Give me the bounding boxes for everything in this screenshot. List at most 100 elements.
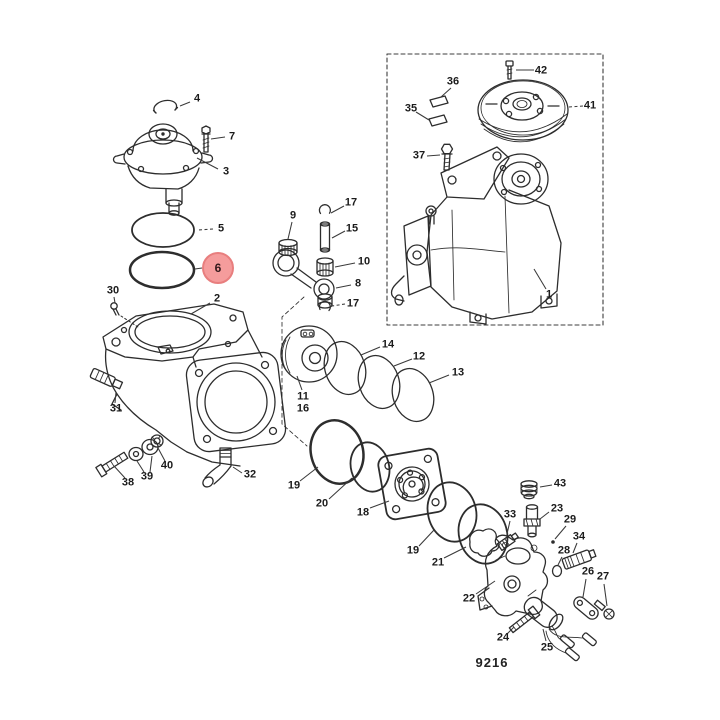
leader-10 (334, 262, 356, 268)
callout-19-left[interactable]: 19 (287, 479, 301, 492)
callout-38[interactable]: 38 (121, 476, 135, 489)
part-24-bolt-art (508, 605, 541, 634)
part-7-bolt-art (201, 125, 211, 153)
callout-36[interactable]: 36 (446, 75, 460, 88)
callout-17-bottom[interactable]: 17 (346, 297, 360, 310)
callout-24[interactable]: 24 (496, 631, 510, 644)
part-27-screw-art (593, 599, 615, 620)
part-18-valve-plate-art (377, 447, 447, 521)
highlight-layer (202, 252, 234, 284)
callout-7[interactable]: 7 (228, 130, 236, 143)
part-4-retaining-ring-art (152, 99, 179, 114)
leader-2 (190, 302, 211, 315)
part-34-fitting-art (561, 549, 597, 570)
callout-40[interactable]: 40 (160, 459, 174, 472)
part-40-locknut-art (150, 434, 164, 448)
callout-18[interactable]: 18 (356, 506, 370, 519)
callout-20[interactable]: 20 (315, 497, 329, 510)
callout-13[interactable]: 13 (451, 366, 465, 379)
leader-18 (369, 500, 390, 509)
callout-19-right[interactable]: 19 (406, 544, 420, 557)
part-13-ring-art (391, 367, 435, 423)
leader-22 (475, 580, 496, 595)
leader-6 (194, 267, 203, 270)
leader-3 (196, 157, 219, 170)
callout-23[interactable]: 23 (550, 502, 564, 515)
callout-11[interactable]: 11 (297, 390, 309, 403)
part-42-screw-art (505, 60, 514, 80)
leader-37 (426, 154, 441, 157)
leader-23 (539, 511, 550, 520)
part-38-screw-art (95, 451, 129, 478)
part-1-pump-assembly-art (390, 146, 562, 325)
part-12-ring-art (357, 354, 401, 410)
highlight-circle (202, 252, 234, 284)
callout-42[interactable]: 42 (534, 64, 548, 77)
callout-14[interactable]: 14 (381, 338, 395, 351)
leader-11 (296, 375, 303, 391)
callout-15[interactable]: 15 (345, 222, 359, 235)
callout-16[interactable]: 16 (296, 402, 310, 415)
callout-27[interactable]: 27 (596, 570, 610, 583)
leader-8 (335, 284, 352, 289)
callout-8[interactable]: 8 (354, 277, 362, 290)
callout-29[interactable]: 29 (563, 513, 577, 526)
callout-32[interactable]: 32 (243, 468, 257, 481)
callout-28[interactable]: 28 (557, 544, 571, 557)
detail-box-border (386, 53, 604, 326)
leader-40 (157, 447, 166, 462)
leader-24 (506, 626, 515, 635)
callout-3[interactable]: 3 (222, 165, 230, 178)
callout-10[interactable]: 10 (357, 255, 371, 268)
leader-36 (440, 87, 452, 98)
callout-12[interactable]: 12 (412, 350, 426, 363)
callout-2[interactable]: 2 (213, 292, 221, 305)
callout-39[interactable]: 39 (140, 470, 154, 483)
part-29-pin-art (551, 540, 555, 544)
part-37-bolt-art (440, 143, 454, 171)
part-25-solenoid-art (523, 596, 597, 662)
callout-35[interactable]: 35 (404, 102, 418, 115)
callout-34[interactable]: 34 (572, 530, 586, 543)
leader-12 (393, 358, 413, 367)
callout-41[interactable]: 41 (583, 99, 597, 112)
callout-4[interactable]: 4 (193, 92, 201, 105)
leader-20 (328, 477, 353, 500)
part-30-fitting-art (110, 302, 139, 328)
leader-34 (572, 542, 578, 554)
callout-9[interactable]: 9 (289, 209, 297, 222)
part-23-valve-art (523, 504, 541, 538)
leader-26 (582, 578, 587, 598)
part-14-ring-art (323, 340, 367, 396)
callout-43[interactable]: 43 (553, 477, 567, 490)
callout-5[interactable]: 5 (217, 222, 225, 235)
part-5-o-ring-art (131, 212, 195, 248)
callout-17-top[interactable]: 17 (344, 196, 358, 209)
part-26-bracket-art (573, 596, 599, 620)
callout-6[interactable]: 6 (214, 261, 222, 275)
part-35-36-shims-art (428, 95, 449, 127)
callout-22[interactable]: 22 (462, 592, 476, 605)
callout-31[interactable]: 31 (109, 402, 123, 415)
leader-17-bottom (331, 303, 346, 307)
callout-26[interactable]: 26 (581, 565, 595, 578)
leader-19-left (299, 466, 319, 482)
callout-25[interactable]: 25 (540, 641, 554, 654)
part-17-bottom-ring-art (318, 300, 331, 312)
part-10-bearing-art (316, 257, 334, 277)
callout-30[interactable]: 30 (106, 284, 120, 297)
leader-15 (331, 230, 346, 239)
part-19-right-o-ring-art (426, 481, 478, 543)
leader-35 (415, 111, 430, 121)
leader-5 (197, 228, 214, 231)
callout-21[interactable]: 21 (431, 556, 445, 569)
part-20-o-ring-art (349, 441, 391, 493)
callout-33[interactable]: 33 (503, 508, 517, 521)
leader-33 (506, 520, 511, 535)
leader-32 (232, 466, 243, 474)
leader-28 (557, 556, 563, 566)
callout-1[interactable]: 1 (545, 288, 553, 301)
callout-37[interactable]: 37 (412, 149, 426, 162)
leader-9 (287, 221, 293, 240)
